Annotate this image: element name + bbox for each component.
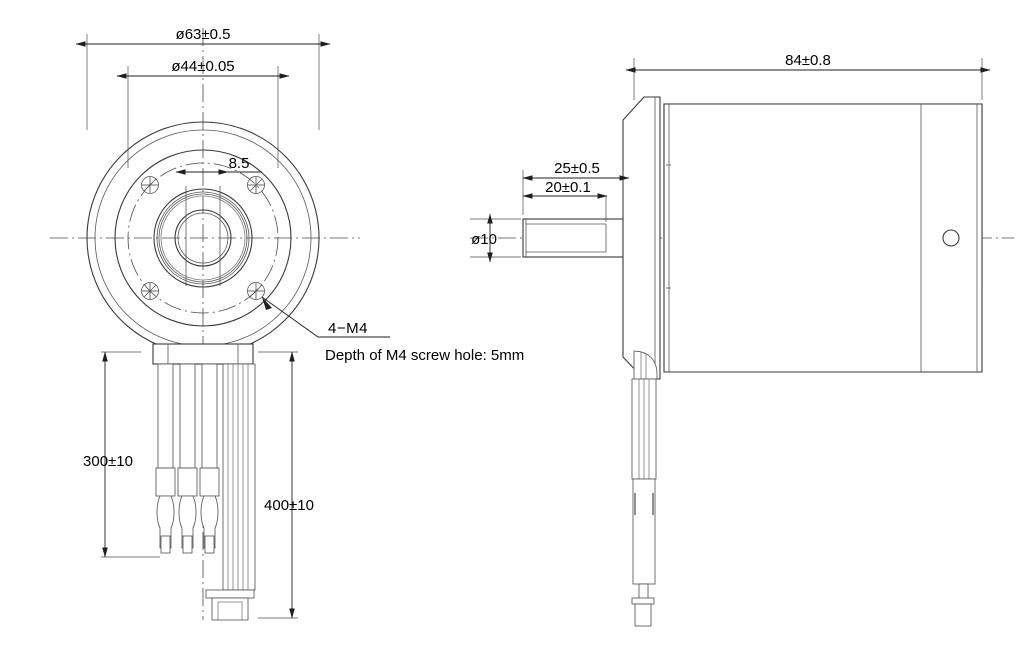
phase-wire-bundle (155, 363, 220, 554)
shaft-flat-lines (185, 186, 221, 286)
shaft-hub-rings (153, 188, 253, 288)
m4-hole-bottom-right (247, 282, 265, 300)
output-shaft (522, 218, 624, 258)
m4-hole-bottom-left (141, 282, 159, 300)
m4-hole-top-left (141, 176, 159, 194)
m4-callout-label: 4−M4 (328, 320, 368, 337)
dim-label-cable-length: 400±10 (264, 497, 314, 514)
cable-gland (152, 343, 254, 365)
dim-label-shaft-diameter: ø10 (471, 231, 497, 248)
side-cable-boot (633, 350, 658, 380)
dim-label-shaft-flat-length: 20±0.1 (545, 179, 591, 196)
front-view: ø63±0.5 ø44±0.05 8.5 4−M4 Depth of M4 sc… (50, 26, 524, 621)
dim-label-wire-length: 300±10 (83, 453, 133, 470)
side-view: 84±0.8 25±0.5 20±0.1 ø10 (470, 52, 1014, 627)
dim-label-shaft-length: 25±0.5 (554, 160, 600, 177)
m4-depth-note: Depth of M4 screw hole: 5mm (325, 347, 524, 364)
dim-label-shaft-flat-width: 8.5 (229, 155, 250, 172)
motor-housing-body (663, 103, 983, 373)
rear-cap-hole (942, 229, 960, 247)
bolt-circle (127, 162, 279, 314)
front-flange (622, 96, 661, 380)
flange-circle (114, 149, 292, 327)
dim-label-bolt-circle: ø44±0.05 (171, 58, 234, 75)
side-cable-run (631, 378, 657, 627)
sensor-cable-bundle (205, 363, 256, 621)
dim-label-body-length: 84±0.8 (785, 52, 831, 69)
m4-screw-holes (141, 176, 265, 300)
dim-label-outer-diameter: ø63±0.5 (176, 26, 231, 43)
m4-callout-arrowhead (262, 297, 272, 310)
m4-hole-top-right (247, 176, 265, 194)
